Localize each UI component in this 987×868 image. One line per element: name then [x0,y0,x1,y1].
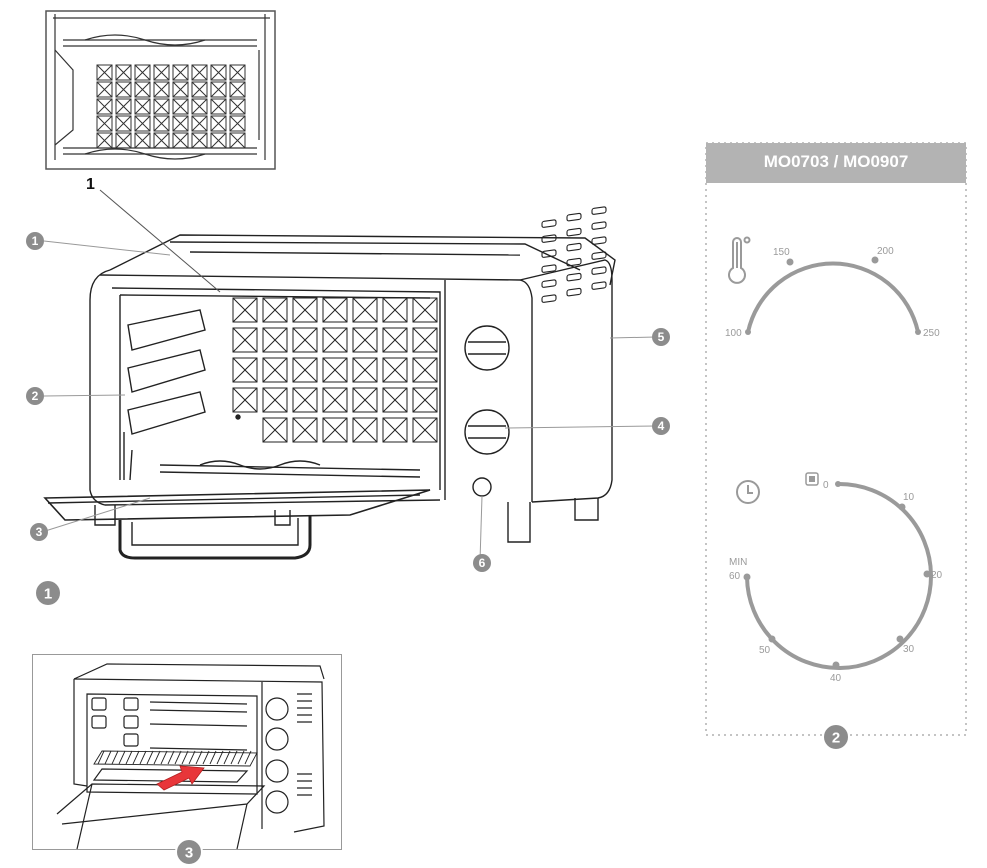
svg-text:30: 30 [903,644,915,655]
toaster-oven-drawing [20,180,680,580]
callout-3: 3 [29,522,49,542]
timer-dial: 0 10 20 30 40 50 60 MIN [729,472,943,684]
rack-insertion-inset [32,654,342,850]
svg-text:2: 2 [32,389,39,403]
callout-5: 5 [651,327,671,347]
svg-text:10: 10 [903,492,915,503]
svg-text:0: 0 [823,480,829,491]
section-badge-1: 1 [35,580,61,606]
section-badge-3: 3 [175,838,203,866]
svg-text:250: 250 [923,328,940,339]
svg-text:1: 1 [32,234,39,248]
inset-label: 1 [86,176,95,193]
svg-text:MIN: MIN [729,557,747,568]
svg-text:50: 50 [759,645,771,656]
svg-text:5: 5 [658,330,665,344]
clock-icon [736,480,760,504]
svg-text:4: 4 [658,419,665,433]
svg-text:40: 40 [830,673,842,684]
svg-text:200: 200 [877,246,894,257]
rack-closeup-inset [45,10,276,170]
panel-badge: 2 [821,722,851,752]
control-dial-panel: MO0703 / MO0907 100 150 200 250 0 10 20 … [705,142,967,751]
callout-4: 4 [651,416,671,436]
svg-text:3: 3 [185,845,193,862]
thermometer-icon [728,236,751,284]
svg-text:100: 100 [725,328,742,339]
panel-title: MO0703 / MO0907 [763,152,909,171]
svg-text:150: 150 [773,247,790,258]
svg-text:6: 6 [479,556,486,570]
svg-text:1: 1 [44,586,52,603]
callout-6: 6 [472,553,492,573]
svg-text:60: 60 [729,571,741,582]
svg-text:20: 20 [931,570,943,581]
stop-square-icon [805,472,819,486]
svg-text:3: 3 [36,525,43,539]
temperature-dial: 100 150 200 250 [725,236,940,339]
svg-text:2: 2 [832,730,840,747]
callout-1: 1 [25,231,45,251]
callout-2: 2 [25,386,45,406]
